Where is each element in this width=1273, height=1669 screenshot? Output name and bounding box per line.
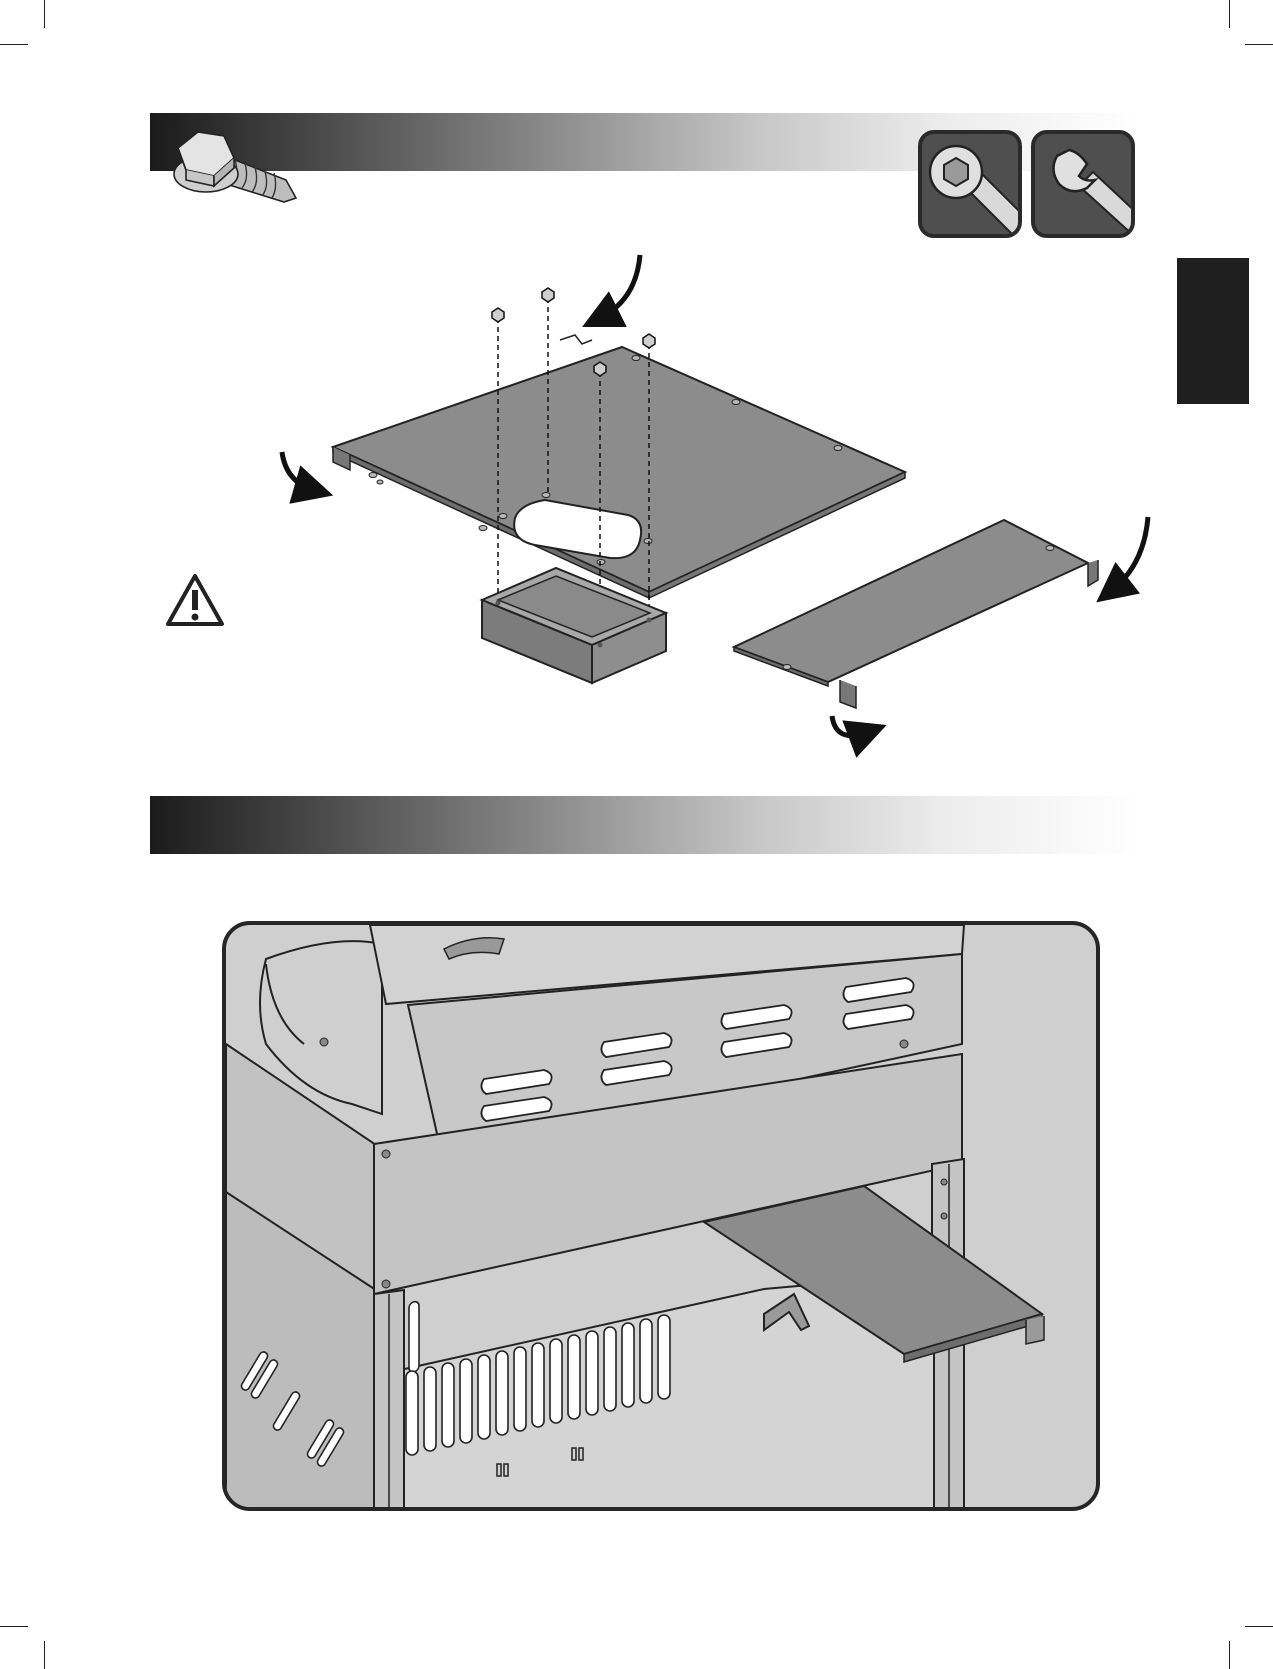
chapter-side-tab [1177, 258, 1249, 404]
shelf-installation-illustration [222, 921, 1100, 1511]
crop-mark-top-right-v [1229, 0, 1230, 28]
crop-mark-top-left-v [44, 0, 45, 28]
crop-mark-bottom-right-h [1245, 1626, 1273, 1627]
crop-mark-bottom-left-v [44, 1641, 45, 1669]
section-2-banner [150, 796, 1140, 854]
crop-mark-top-left-h [0, 44, 28, 45]
warning-triangle-icon [164, 572, 226, 628]
open-end-wrench-icon [1035, 134, 1131, 234]
hex-socket-tool-tile [918, 130, 1022, 238]
crop-mark-top-right-h [1245, 44, 1273, 45]
crop-mark-bottom-right-v [1229, 1641, 1230, 1669]
wrench-tool-tile [1031, 130, 1135, 238]
grill-cart-scene [226, 925, 1096, 1507]
upper-floor-panel [333, 335, 905, 598]
crop-mark-bottom-left-h [0, 1626, 28, 1627]
hex-washer-screw-icon [168, 118, 298, 218]
lower-bottom-shelf [734, 520, 1098, 708]
exploded-assembly-diagram [260, 240, 1160, 760]
hex-socket-wrench-icon [922, 134, 1018, 234]
